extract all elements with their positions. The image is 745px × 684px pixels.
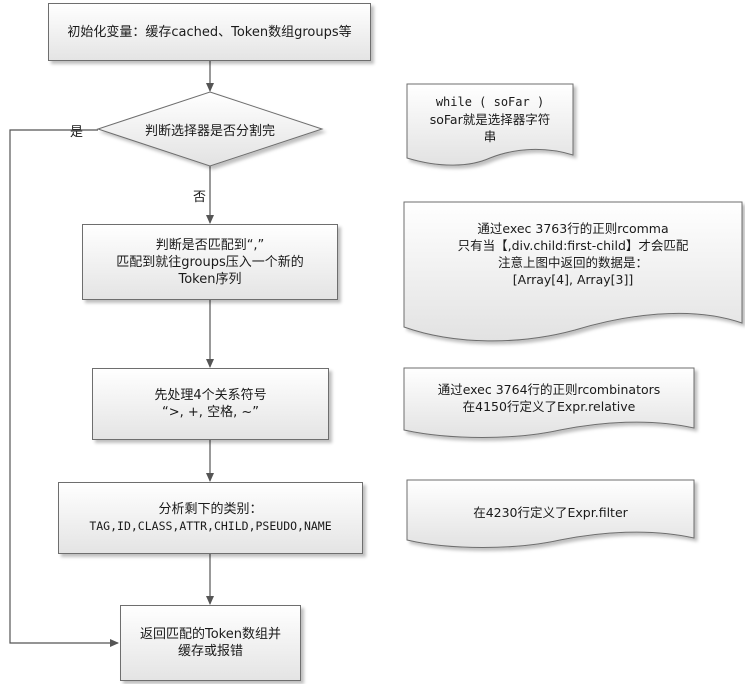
decision-label: 判断选择器是否分割完 [120, 118, 300, 140]
note-rcombinators-shape [403, 367, 695, 438]
note-filter-text: 在4230行定义了Expr.filter [473, 504, 628, 520]
decision-diamond [96, 91, 324, 167]
remaining-types-box: 分析剩下的类别： TAG,ID,CLASS,ATTR,CHILD,PSEUDO,… [58, 482, 363, 554]
note-rcombinators-line-2: 在4150行定义了Expr.relative [462, 399, 636, 414]
comma-line-3: Token序列 [178, 271, 242, 287]
note-while-line-3: 串 [483, 128, 497, 144]
remaining-line-1: 分析剩下的类别： [158, 502, 263, 517]
note-rcomma-line-4: [Array[4], Array[3]] [512, 272, 634, 287]
note-filter: 在4230行定义了Expr.filter [407, 494, 694, 530]
note-rcomma-shape [403, 201, 743, 342]
note-while-shape [406, 83, 574, 166]
arrow-yes-to-return [9, 129, 119, 647]
relations-box: 先处理4个关系符号 “>, +, 空格, ~” [92, 368, 329, 440]
return-line-2: 缓存或报错 [177, 644, 243, 659]
note-rcombinators: 通过exec 3764行的正则rcombinators 在4150行定义了Exp… [404, 376, 694, 420]
comma-line-2: 匹配到就往groups压入一个新的 [116, 254, 304, 270]
init-box: 初始化变量：缓存cached、Token数组groups等 [48, 3, 371, 61]
return-line-1: 返回匹配的Token数组并 [140, 627, 281, 642]
init-text: 初始化变量：缓存cached、Token数组groups等 [67, 24, 352, 40]
comma-line-1: 判断是否匹配到“,” [155, 237, 265, 253]
relations-line-2: “>, +, 空格, ~” [162, 405, 259, 420]
note-while-line-1: while ( soFar ) [435, 94, 545, 109]
no-label: 否 [193, 190, 207, 205]
yes-label: 是 [70, 125, 84, 140]
note-while: while ( soFar ) soFar就是选择器字符 串 [407, 88, 573, 150]
comma-check-box: 判断是否匹配到“,” 匹配到就往groups压入一个新的 Token序列 [82, 224, 338, 300]
note-rcomma-line-3: 注意上图中返回的数据是： [497, 255, 648, 270]
note-rcomma-line-2: 只有当【,div.child:first-child】才会匹配 [457, 238, 689, 253]
relations-line-1: 先处理4个关系符号 [154, 388, 267, 403]
note-rcombinators-line-1: 通过exec 3764行的正则rcombinators [437, 382, 661, 397]
note-rcomma-line-1: 通过exec 3763行的正则rcomma [477, 221, 669, 236]
return-box: 返回匹配的Token数组并 缓存或报错 [120, 605, 301, 681]
note-rcomma: 通过exec 3763行的正则rcomma 只有当【,div.child:fir… [404, 212, 742, 296]
remaining-line-2: TAG,ID,CLASS,ATTR,CHILD,PSEUDO,NAME [89, 519, 332, 533]
note-filter-shape [406, 479, 695, 548]
note-while-line-2: soFar就是选择器字符 [429, 111, 551, 127]
decision-text: 判断选择器是否分割完 [144, 123, 275, 139]
